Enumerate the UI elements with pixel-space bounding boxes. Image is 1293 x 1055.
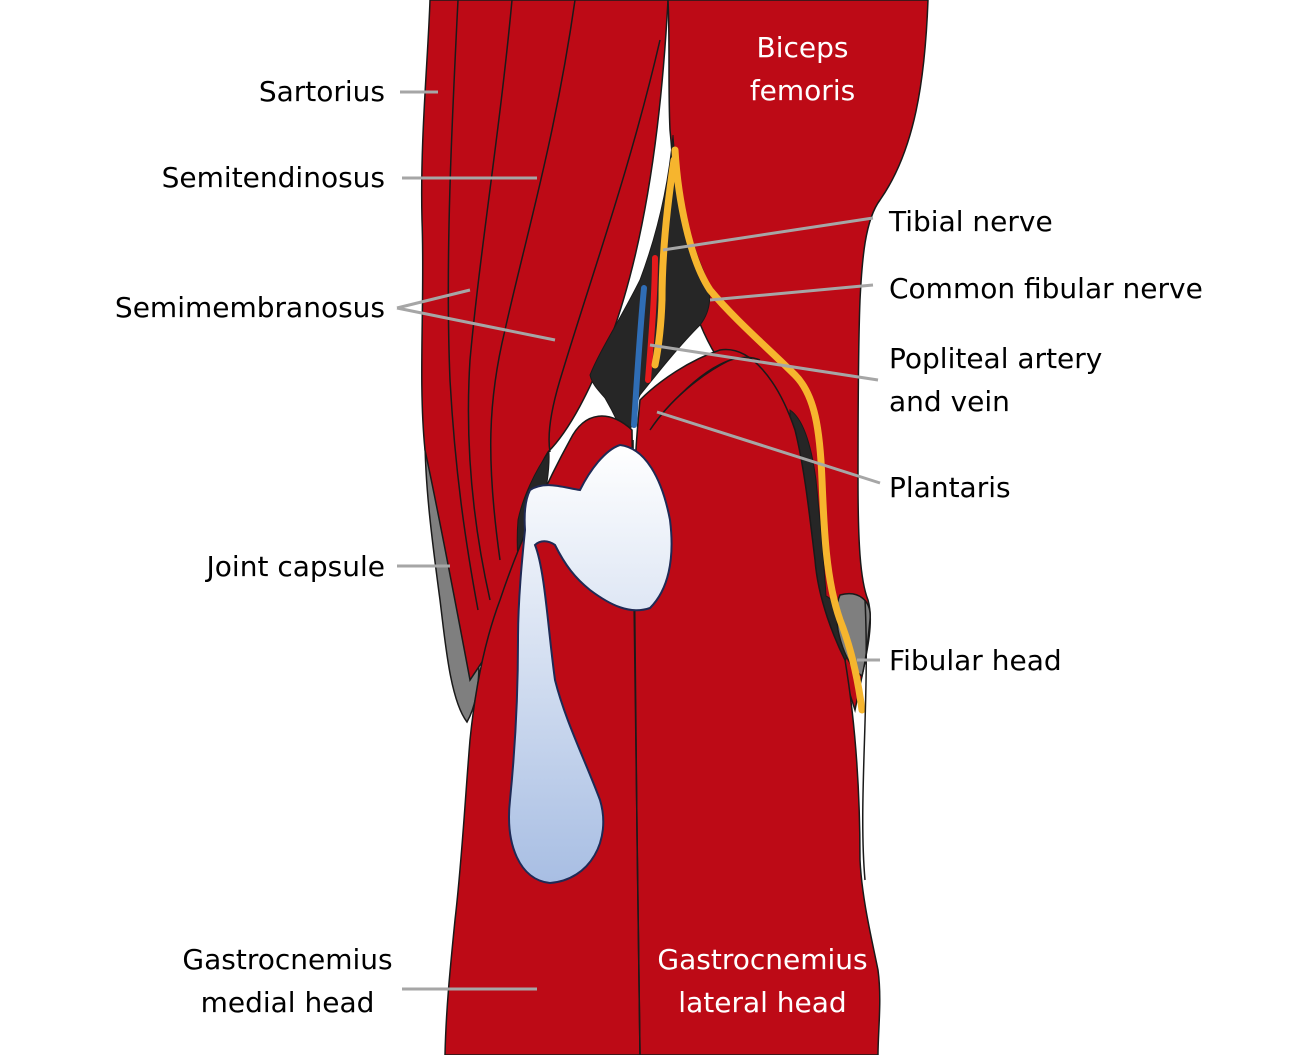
- leader-popliteal: [649, 343, 879, 382]
- label-semimembranosus: Semimembranosus: [114, 291, 385, 324]
- sartorius-boundary: [447, 0, 479, 611]
- leader-tibial-nerve: [662, 216, 874, 252]
- semimembranosus-bursa: [508, 443, 673, 885]
- label-gastrocnemius-medial-head: Gastrocnemius medial head: [182, 943, 393, 1019]
- semimembranosus-inner-boundary: [548, 39, 661, 453]
- leader-plantaris: [656, 410, 881, 485]
- plantaris-boundary-2: [649, 359, 731, 431]
- label-plantaris: Plantaris: [889, 471, 1011, 504]
- semitendinosus-boundary: [467, 0, 513, 601]
- label-gastrocnemius-lateral-head: Gastrocnemius lateral head: [657, 943, 868, 1019]
- label-common-fibular-nerve: Common fibular nerve: [889, 272, 1203, 305]
- label-semitendinosus: Semitendinosus: [161, 161, 385, 194]
- popliteal-artery: [645, 255, 658, 383]
- leader-semimembranosus-2: [396, 306, 556, 342]
- label-sartorius: Sartorius: [258, 75, 385, 108]
- label-tibial-nerve: Tibial nerve: [889, 205, 1053, 238]
- label-popliteal-artery-vein: Popliteal artery and vein: [889, 342, 1103, 418]
- label-fibular-head: Fibular head: [889, 644, 1062, 677]
- leg-right-contour: [861, 599, 868, 881]
- common-fibular-nerve: [671, 146, 866, 714]
- semimembranosus-boundary: [489, 0, 576, 561]
- label-biceps-femoris: Biceps femoris: [749, 31, 856, 107]
- leader-lines: [396, 90, 881, 991]
- label-joint-capsule: Joint capsule: [206, 550, 385, 583]
- leader-common-fibular-nerve: [709, 283, 874, 302]
- leader-semimembranosus-1: [396, 288, 471, 310]
- popliteal-vein: [631, 285, 647, 428]
